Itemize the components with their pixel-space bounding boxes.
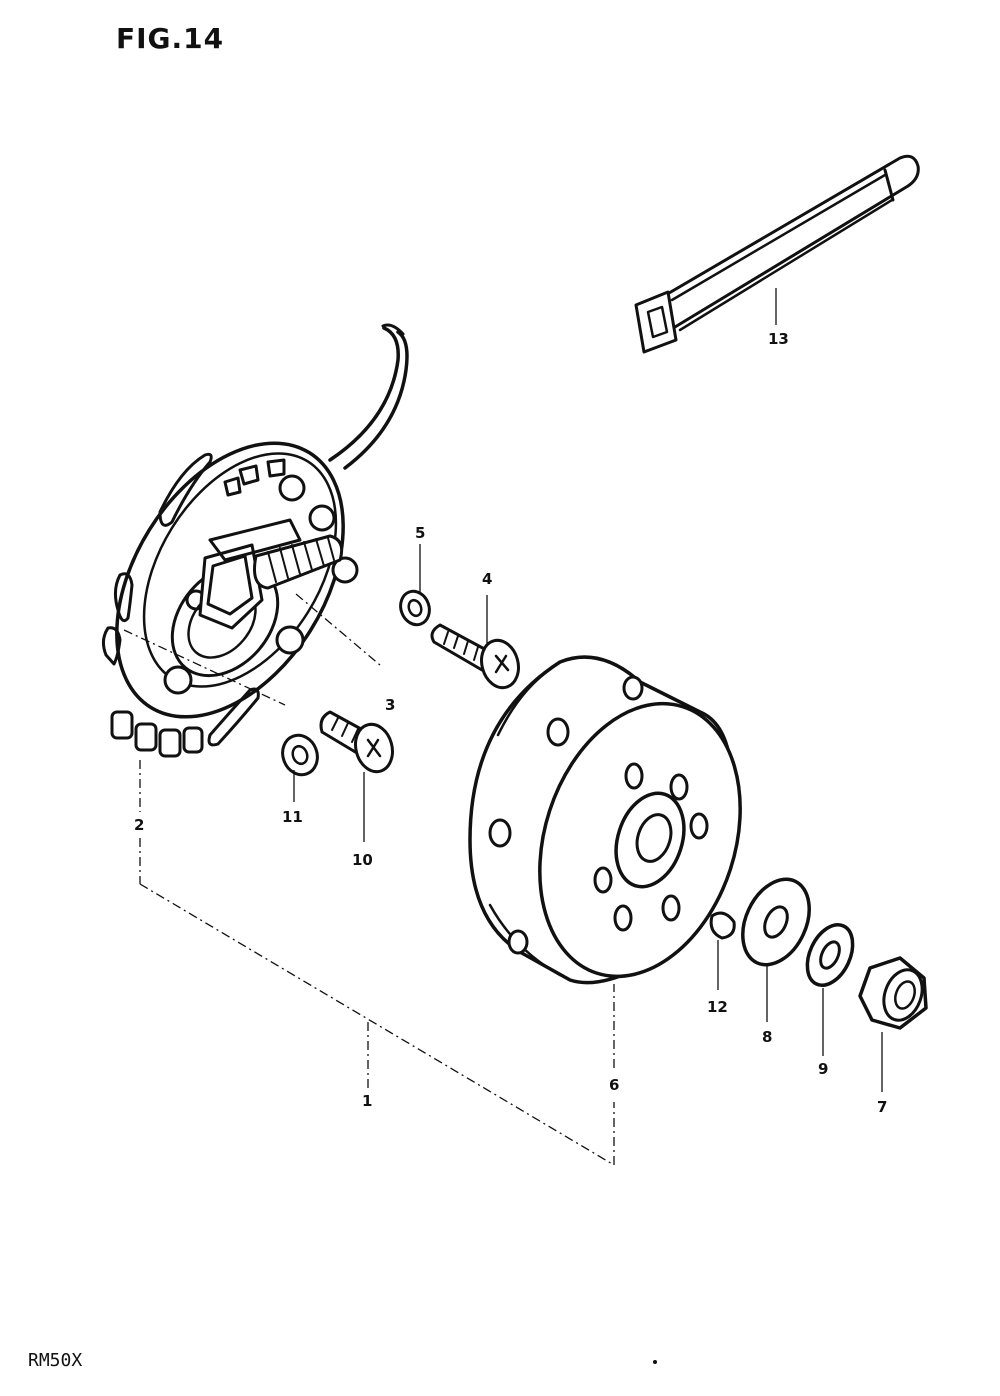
callout-12: 12 xyxy=(707,998,728,1016)
callout-3: 3 xyxy=(385,696,395,714)
lock-washer-5-part xyxy=(399,589,431,627)
callout-2: 2 xyxy=(134,816,144,834)
stator-lead-wire xyxy=(328,323,409,470)
model-code: RM50X xyxy=(28,1350,83,1371)
callout-11: 11 xyxy=(282,808,303,826)
scan-speck xyxy=(653,1360,657,1364)
screw-10-part xyxy=(319,710,394,774)
callout-1: 1 xyxy=(362,1092,372,1110)
leader-lines xyxy=(123,288,883,1166)
flywheel-rotor-part xyxy=(468,655,742,985)
callout-5: 5 xyxy=(415,524,425,542)
callout-8: 8 xyxy=(762,1028,772,1046)
callout-labels: 13 5 4 3 11 2 10 12 8 9 6 1 7 xyxy=(134,330,887,1116)
callout-7: 7 xyxy=(877,1098,887,1116)
nut-7-part xyxy=(858,956,928,1030)
washer-11-part xyxy=(281,733,319,777)
screw-4-part xyxy=(430,623,520,690)
callout-13: 13 xyxy=(768,330,789,348)
callout-10: 10 xyxy=(352,851,373,869)
cable-strap-part xyxy=(634,154,920,354)
figure-title: FIG.14 xyxy=(116,22,225,55)
callout-6: 6 xyxy=(609,1076,619,1094)
callout-9: 9 xyxy=(818,1060,828,1078)
woodruff-key-12-part xyxy=(709,911,736,940)
spring-washer-9-part xyxy=(805,923,855,987)
washer-8-part xyxy=(741,877,811,967)
ignition-coil-part xyxy=(198,518,344,630)
callout-4: 4 xyxy=(482,570,492,588)
